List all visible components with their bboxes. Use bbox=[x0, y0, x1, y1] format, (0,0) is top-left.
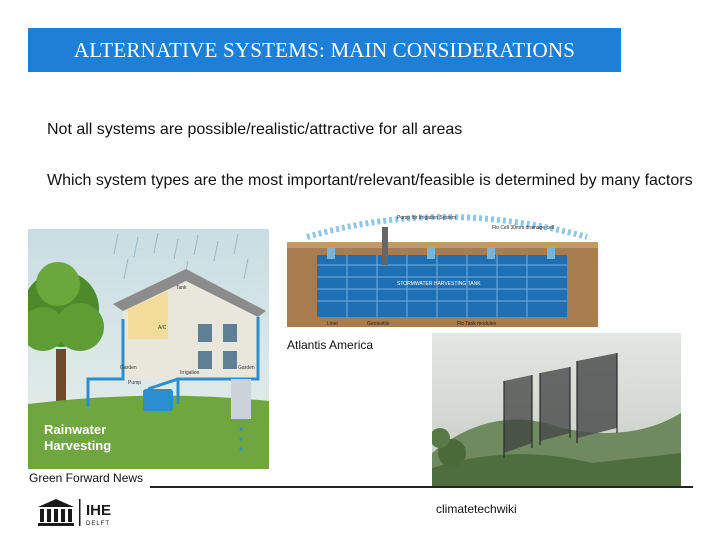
temple-icon bbox=[38, 499, 74, 526]
bullet-1: Not all systems are possible/realistic/a… bbox=[47, 121, 463, 138]
label-irrigation: Irrigation bbox=[180, 370, 200, 376]
footer-divider bbox=[150, 486, 693, 488]
caption-green-forward: Green Forward News bbox=[29, 471, 144, 485]
rainwater-title-line1: Rainwater bbox=[44, 422, 106, 437]
rainwater-harvesting-image: Tank A/C Garden Pump Irrigation Garden R… bbox=[28, 229, 269, 469]
label-pump: Pump bbox=[128, 380, 141, 386]
label-pump-irrigation: Pump for Irrigation System bbox=[397, 215, 456, 221]
label-liner: Liner bbox=[327, 321, 338, 327]
label-geotextile: Geotextile bbox=[367, 321, 390, 327]
slide-title: ALTERNATIVE SYSTEMS: MAIN CONSIDERATIONS bbox=[73, 37, 576, 62]
logo-text: IHE bbox=[86, 502, 111, 519]
label-ac: A/C bbox=[158, 325, 167, 331]
label-tank-name: STORMWATER HARVESTING TANK bbox=[397, 281, 481, 287]
label-flo-tank: Flo Tank modules bbox=[457, 321, 497, 327]
caption-climatetechwiki: climatetechwiki bbox=[436, 502, 517, 516]
slide-title-bar: ALTERNATIVE SYSTEMS: MAIN CONSIDERATIONS bbox=[28, 28, 621, 72]
ihe-delft-logo: IHE DELFT bbox=[36, 497, 136, 529]
caption-atlantis: Atlantis America bbox=[287, 338, 374, 352]
label-flo-cell: Flo Cell 30mm drainage cell bbox=[492, 225, 554, 231]
label-garden-2: Garden bbox=[238, 365, 255, 371]
fog-collector-image bbox=[432, 333, 681, 488]
stormwater-tank-image: Pump for Irrigation System Flo Cell 30mm… bbox=[287, 207, 598, 327]
rainwater-title-line2: Harvesting bbox=[44, 438, 111, 453]
label-tank: Tank bbox=[176, 285, 187, 291]
label-garden-1: Garden bbox=[120, 365, 137, 371]
bullet-2: Which system types are the most importan… bbox=[47, 172, 693, 189]
logo-subtext: DELFT bbox=[86, 521, 110, 527]
